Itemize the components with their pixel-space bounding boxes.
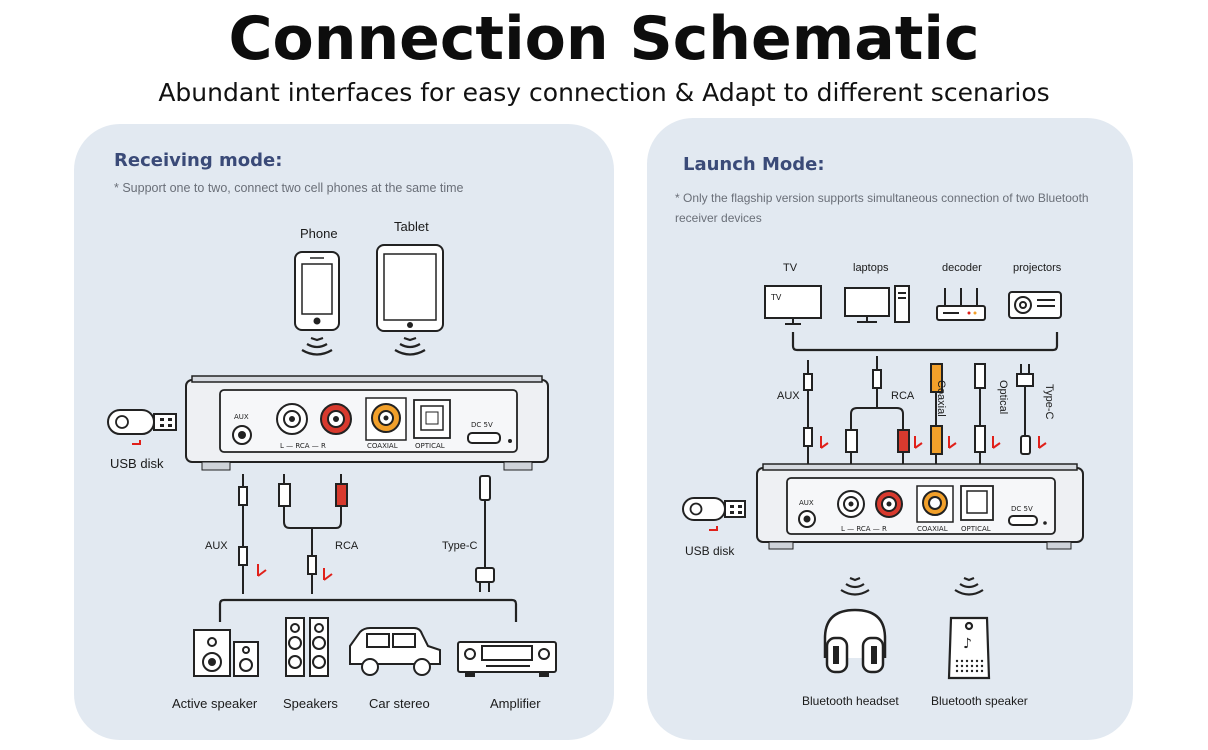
source-bracket bbox=[791, 332, 1059, 352]
amplifier-label: Amplifier bbox=[490, 696, 541, 711]
tv-icon: TV bbox=[764, 285, 822, 325]
bluetooth-speaker-icon: ♪ bbox=[947, 616, 991, 680]
computer-icon bbox=[844, 285, 910, 323]
page-title: Connection Schematic bbox=[228, 4, 980, 74]
tablet-icon bbox=[376, 244, 444, 332]
rca-cable bbox=[845, 356, 923, 464]
usb-disk-label: USB disk bbox=[685, 544, 735, 558]
decoder-label: decoder bbox=[942, 262, 982, 274]
aux-cable bbox=[803, 360, 829, 464]
receiving-mode-panel: Receiving mode: * Support one to two, co… bbox=[74, 124, 614, 740]
rca-cable-label: RCA bbox=[891, 390, 915, 402]
optical-port-label: OPTICAL bbox=[961, 525, 991, 533]
type-c-cable-label: Type-C bbox=[442, 540, 478, 552]
projectors-label: projectors bbox=[1013, 262, 1062, 274]
speakers-icon bbox=[285, 617, 329, 677]
usb-disk-label: USB disk bbox=[110, 456, 164, 471]
headset-icon bbox=[823, 608, 887, 674]
coaxial-cable-label: Coaxial bbox=[935, 380, 947, 417]
rca-port-label: L — RCA — R bbox=[280, 442, 326, 450]
active-speaker-label: Active speaker bbox=[172, 696, 258, 711]
bluetooth-signal-icon bbox=[301, 336, 426, 356]
car-stereo-icon bbox=[349, 627, 441, 676]
coaxial-port-label: COAXIAL bbox=[917, 525, 948, 533]
transmitter-device: AUX L — RCA — R COAXIAL OPTICAL DC 5V bbox=[756, 463, 1084, 550]
rca-cable bbox=[278, 474, 348, 594]
type-c-cable bbox=[475, 475, 495, 592]
aux-cable-label: AUX bbox=[205, 540, 228, 552]
svg-text:♪: ♪ bbox=[963, 636, 972, 652]
aux-cable-label: AUX bbox=[777, 390, 800, 402]
launch-diagram: TV bbox=[682, 285, 1084, 680]
page-subtitle: Abundant interfaces for easy connection … bbox=[158, 78, 1050, 107]
optical-cable bbox=[974, 363, 1001, 464]
tv-label: TV bbox=[783, 262, 798, 274]
tablet-label: Tablet bbox=[394, 219, 429, 234]
speakers-label: Speakers bbox=[283, 696, 338, 711]
receiving-diagram: AUX L — RCA — R COAXIAL OPTICAL DC 5V bbox=[107, 244, 557, 677]
optical-port-label: OPTICAL bbox=[415, 442, 445, 450]
amplifier-icon bbox=[457, 641, 557, 677]
type-c-cable bbox=[1016, 364, 1047, 455]
aux-port-label: AUX bbox=[799, 499, 814, 507]
dc-port-label: DC 5V bbox=[1011, 505, 1033, 513]
usb-disk-icon bbox=[682, 497, 746, 531]
bluetooth-speaker-label: Bluetooth speaker bbox=[931, 694, 1028, 708]
type-c-cable-label: Type-C bbox=[1043, 384, 1055, 420]
projector-icon bbox=[1008, 291, 1062, 319]
coaxial-cable bbox=[930, 363, 957, 464]
aux-port-label: AUX bbox=[234, 413, 249, 421]
transmitter-device: AUX L — RCA — R COAXIAL OPTICAL DC 5V bbox=[185, 375, 549, 471]
decoder-icon bbox=[936, 288, 986, 321]
optical-cable-label: Optical bbox=[997, 380, 1009, 415]
receiving-mode-title: Receiving mode: bbox=[114, 150, 283, 171]
active-speaker-icon bbox=[193, 629, 259, 677]
launch-mode-panel: Launch Mode: * Only the flagship version… bbox=[647, 118, 1133, 740]
rca-port-label: L — RCA — R bbox=[841, 525, 887, 533]
phone-label: Phone bbox=[300, 226, 338, 241]
rca-cable-label: RCA bbox=[335, 540, 359, 552]
aux-cable bbox=[238, 474, 267, 594]
usb-disk-icon bbox=[107, 409, 177, 445]
tv-screen-text: TV bbox=[770, 293, 782, 302]
dc-port-label: DC 5V bbox=[471, 421, 493, 429]
coaxial-port-label: COAXIAL bbox=[367, 442, 398, 450]
output-bracket bbox=[218, 598, 518, 622]
car-stereo-label: Car stereo bbox=[369, 696, 430, 711]
receiving-mode-note: * Support one to two, connect two cell p… bbox=[114, 181, 464, 195]
bluetooth-signal-icon bbox=[840, 576, 984, 596]
bluetooth-headset-label: Bluetooth headset bbox=[802, 694, 899, 708]
launch-mode-note: * Only the flagship version supports sim… bbox=[675, 191, 1089, 225]
launch-mode-title: Launch Mode: bbox=[683, 154, 825, 175]
phone-icon bbox=[294, 251, 340, 331]
laptops-label: laptops bbox=[853, 262, 889, 274]
